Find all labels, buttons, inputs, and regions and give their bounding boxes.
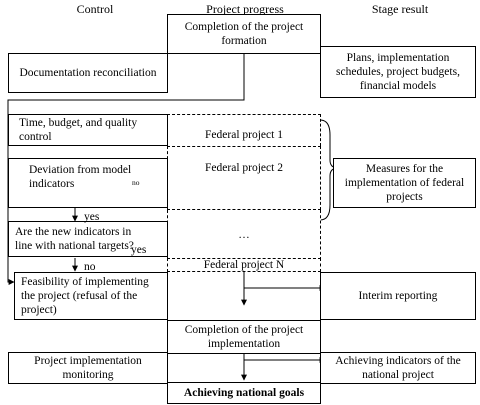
achieving-indicators-box: Achieving indicators of the national pro… bbox=[320, 352, 476, 384]
indicators-box: Are the new indicators in line with nati… bbox=[8, 221, 168, 257]
header-result: Stage result bbox=[371, 2, 429, 16]
federal-project-2-box: Federal project 2 bbox=[167, 146, 321, 210]
completion-implementation-box: Completion of the project implementation bbox=[167, 320, 321, 354]
federal-project-1-box: Federal project 1 bbox=[167, 114, 321, 146]
achieving-goals-box: Achieving national goals bbox=[167, 382, 321, 404]
monitoring-box: Project implementation monitoring bbox=[8, 352, 168, 384]
measures-box: Measures for the implementation of feder… bbox=[333, 158, 476, 208]
federal-project-n-box: Federal project N bbox=[167, 258, 321, 272]
label-no-small: no bbox=[132, 178, 140, 187]
header-control: Control bbox=[76, 2, 114, 16]
plans-box: Plans, implementation schedules, project… bbox=[320, 46, 476, 98]
label-no-2: no bbox=[84, 261, 96, 273]
feasibility-box: Feasibility of implementing the project … bbox=[14, 272, 168, 320]
deviation-box: Deviation from model indicators bbox=[8, 158, 168, 208]
completion-formation-box: Completion of the project formation bbox=[167, 14, 321, 54]
time-budget-box: Time, budget, and quality control bbox=[8, 114, 168, 146]
label-yes-2: yes bbox=[131, 244, 147, 256]
label-yes-1: yes bbox=[84, 211, 100, 223]
header-progress: Project progress bbox=[206, 2, 284, 16]
interim-box: Interim reporting bbox=[320, 272, 476, 320]
ellipsis-box: … bbox=[167, 210, 321, 260]
documentation-box: Documentation reconciliation bbox=[8, 53, 168, 93]
